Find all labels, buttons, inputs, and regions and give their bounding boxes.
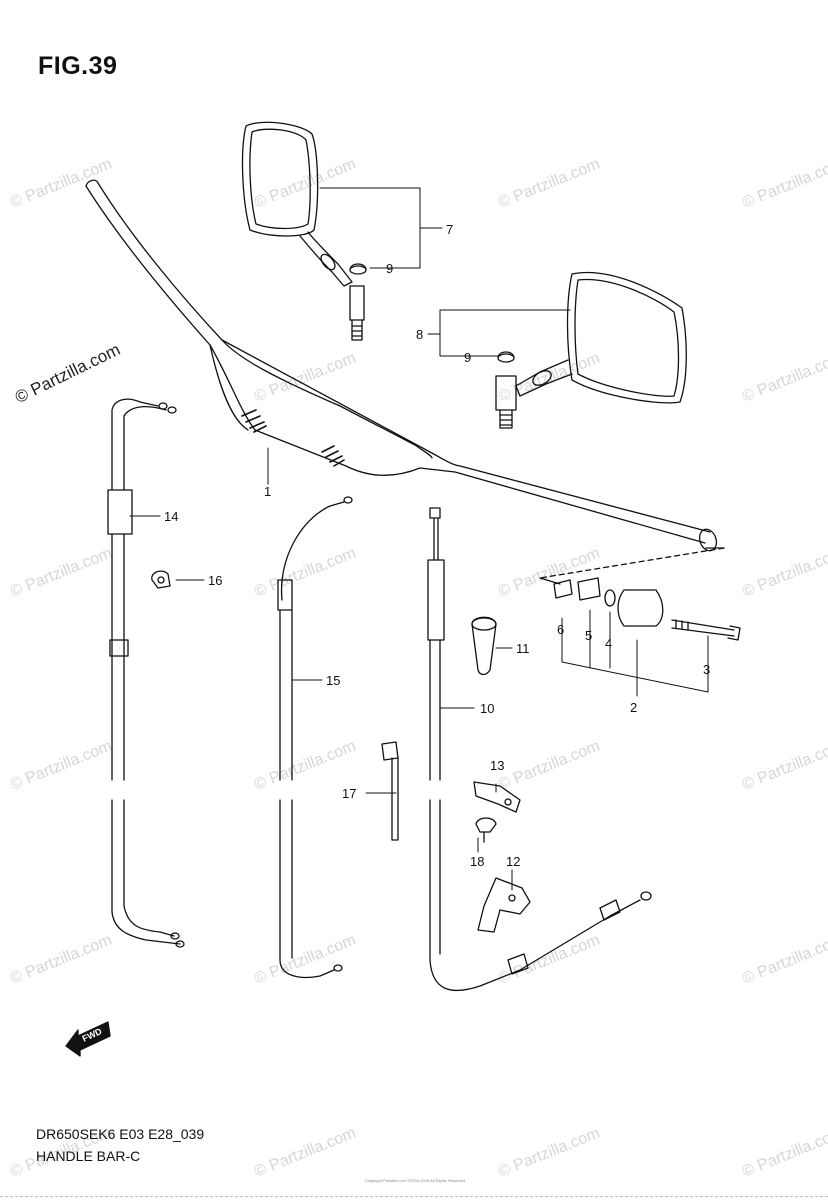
mirror-left[interactable]	[241, 121, 367, 341]
cable-bracket[interactable]	[473, 781, 521, 813]
grip[interactable]	[471, 616, 497, 676]
callout-8: 8	[416, 327, 423, 342]
callout-18: 18	[470, 854, 484, 869]
callout-4: 4	[605, 636, 612, 651]
forward-arrow	[65, 1021, 111, 1057]
callout-17: 17	[342, 786, 356, 801]
throttle-cable[interactable]	[107, 398, 185, 948]
callout-11: 11	[516, 641, 530, 656]
callout-3: 3	[703, 662, 710, 677]
copyright-notice: Copyright Partzilla.com ©2004-2016 All R…	[364, 1178, 466, 1183]
callout-13: 13	[490, 758, 504, 773]
clutch-bracket[interactable]	[477, 877, 531, 933]
callout-6: 6	[557, 622, 564, 637]
cable-clamp[interactable]	[151, 570, 171, 589]
callout-14: 14	[164, 509, 178, 524]
clutch-cable[interactable]	[427, 507, 652, 992]
page-bottom-rule	[0, 1196, 828, 1197]
callout-labels: 1 2 3 4 5 6 7 8 9 9 10 11 12 13 14 15 16…	[81, 222, 711, 1044]
model-code: DR650SEK6 E03 E28_039	[36, 1126, 205, 1142]
section-name: HANDLE BAR-C	[36, 1148, 141, 1164]
screw[interactable]	[475, 817, 497, 843]
handlebar[interactable]	[85, 179, 725, 585]
callout-9-left: 9	[386, 261, 393, 276]
callout-12: 12	[506, 854, 520, 869]
callout-10: 10	[480, 701, 494, 716]
callout-1: 1	[264, 484, 271, 499]
mirror-right[interactable]	[495, 271, 687, 429]
choke-cable[interactable]	[277, 496, 353, 979]
callout-2: 2	[630, 700, 637, 715]
callout-15: 15	[326, 673, 340, 688]
tie-strap[interactable]	[381, 741, 399, 841]
callout-9-right: 9	[464, 350, 471, 365]
leader-lines	[129, 187, 709, 891]
callout-7: 7	[446, 222, 453, 237]
callout-16: 16	[208, 573, 222, 588]
callout-5: 5	[585, 628, 592, 643]
bar-end-weight[interactable]	[553, 577, 741, 641]
figure-title: FIG.39	[38, 52, 118, 80]
